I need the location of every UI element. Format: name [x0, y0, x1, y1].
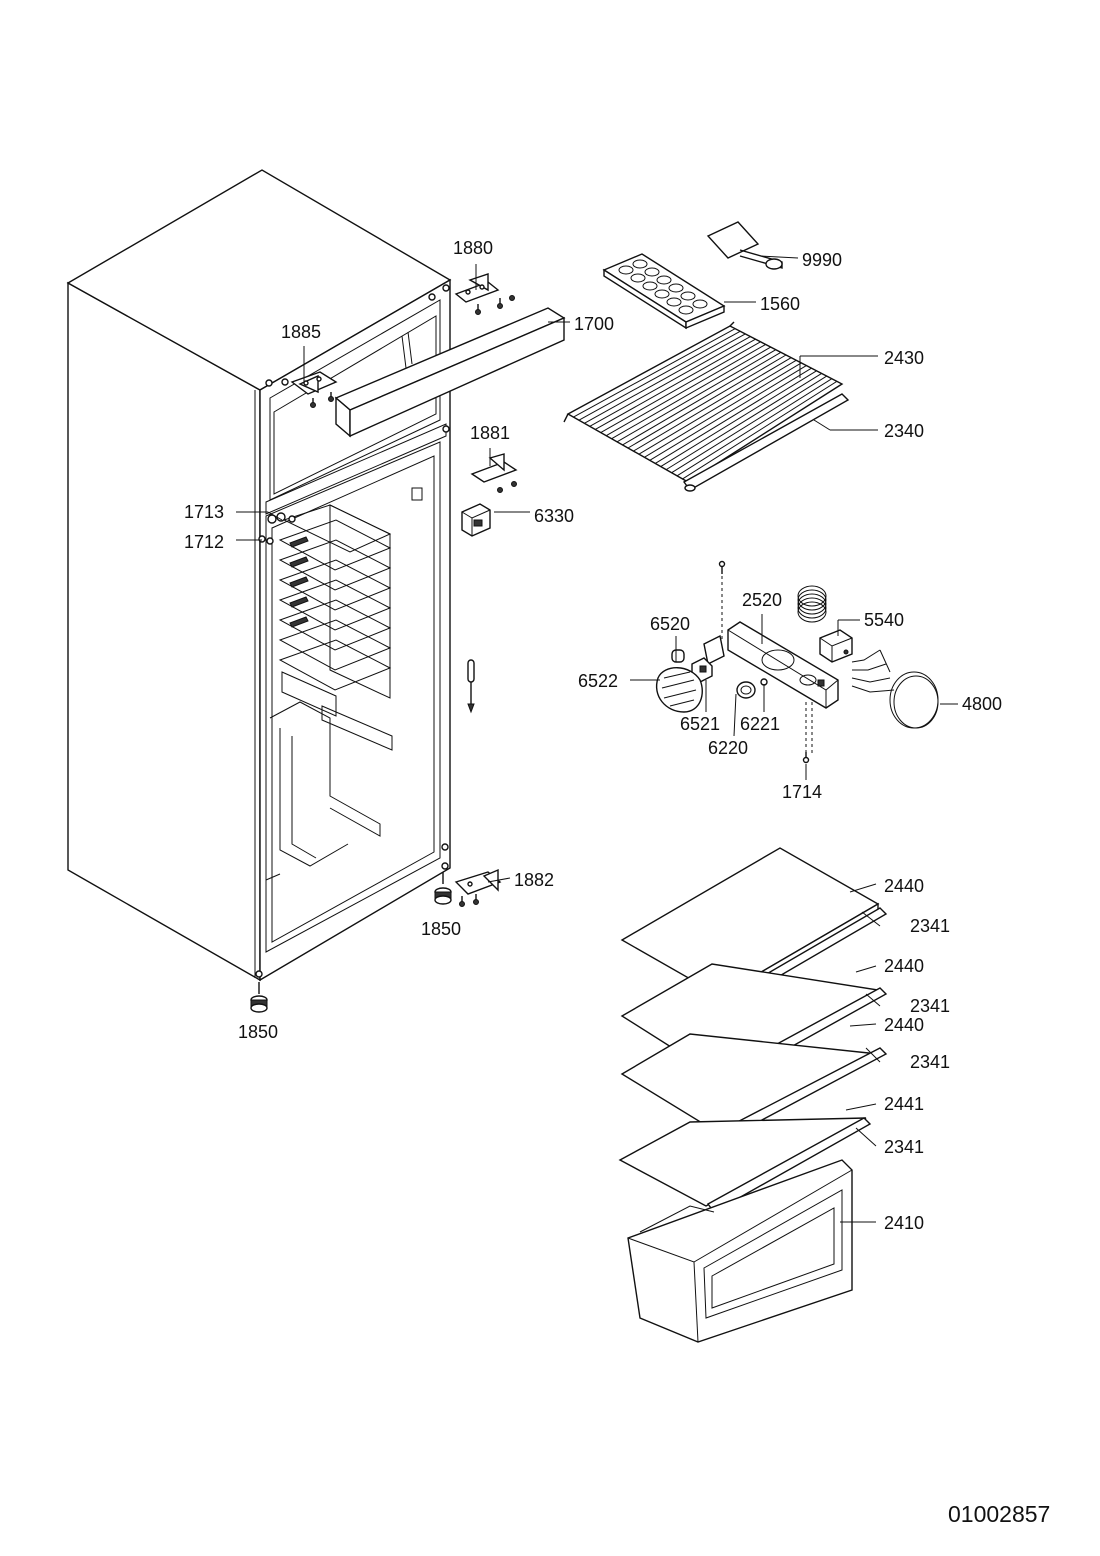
- shelf-wire: [589, 336, 751, 427]
- callout-2440-second: 2440: [884, 956, 924, 976]
- document-number: 01002857: [948, 1501, 1050, 1527]
- callout-1560: 1560: [760, 294, 800, 314]
- shelf-wire: [573, 328, 736, 418]
- callout-2341-top: 2341: [910, 916, 950, 936]
- shelf-wire: [649, 365, 807, 461]
- callout-1885: 1885: [281, 322, 321, 342]
- callout-6522: 6522: [578, 671, 618, 691]
- callout-4800: 4800: [962, 694, 1002, 714]
- callout-labels: 9990 1880 1560 1700 1885 2430 2340 1881 …: [184, 238, 1002, 1233]
- shelf-wire: [600, 341, 761, 433]
- callout-2520: 2520: [742, 590, 782, 610]
- glass-shelf-2441-part: [618, 1117, 872, 1213]
- shelf-wire: [671, 375, 827, 474]
- callout-2441: 2441: [884, 1094, 924, 1114]
- callout-1712: 1712: [184, 532, 224, 552]
- callout-2340: 2340: [884, 421, 924, 441]
- hinge-1885-part: [290, 371, 338, 408]
- callout-6521: 6521: [680, 714, 720, 734]
- shelf-wire: [605, 344, 766, 437]
- crisper-drawer-2410-part: [627, 1159, 853, 1343]
- callout-1882: 1882: [514, 870, 554, 890]
- leveling-foot-1850-part: [434, 872, 452, 905]
- shelf-wire: [644, 362, 802, 458]
- shelf-wire: [665, 373, 822, 471]
- callout-1714: 1714: [782, 782, 822, 802]
- relay-6330-part: [461, 503, 491, 537]
- hinge-1882-part: [454, 868, 502, 907]
- control-assembly: [655, 560, 939, 764]
- shelf-wire: [655, 367, 812, 464]
- fridge-cabinet: [66, 169, 475, 982]
- callout-6220: 6220: [708, 738, 748, 758]
- callout-2440-third: 2440: [884, 1015, 924, 1035]
- callout-5540: 5540: [864, 610, 904, 630]
- shelf-wire: [616, 349, 777, 443]
- callout-2410: 2410: [884, 1213, 924, 1233]
- shelf-wire: [633, 357, 792, 452]
- leader-lines: [236, 255, 958, 1223]
- callout-6520: 6520: [650, 614, 690, 634]
- callout-1850-left: 1850: [238, 1022, 278, 1042]
- top-trim-part: [334, 307, 566, 438]
- shelf-wire: [638, 359, 797, 455]
- shelf-wire: [660, 370, 817, 467]
- wire-shelf-2430-part: [563, 321, 850, 492]
- hinge-1881-part: [470, 453, 518, 493]
- callout-1880: 1880: [453, 238, 493, 258]
- callout-2341-bottom: 2341: [884, 1137, 924, 1157]
- shelf-wire: [682, 380, 838, 480]
- callout-2341-third: 2341: [910, 1052, 950, 1072]
- callout-1850-right: 1850: [421, 919, 461, 939]
- ice-tray-1560-part: [602, 253, 726, 330]
- callout-9990: 9990: [802, 250, 842, 270]
- callout-6330: 6330: [534, 506, 574, 526]
- callout-1700: 1700: [574, 314, 614, 334]
- callout-1881: 1881: [470, 423, 510, 443]
- shelf-wire: [578, 330, 741, 421]
- ice-scraper-9990-part: [706, 221, 783, 270]
- shelf-wire: [584, 333, 746, 424]
- callout-2440-top: 2440: [884, 876, 924, 896]
- shelf-wire: [611, 346, 771, 440]
- hinge-1880-part: [454, 273, 515, 315]
- callout-2430: 2430: [884, 348, 924, 368]
- shelf-wire: [676, 378, 833, 477]
- shelf-wire: [622, 351, 782, 446]
- callout-6221: 6221: [740, 714, 780, 734]
- callout-1713: 1713: [184, 502, 224, 522]
- callout-2341-second: 2341: [910, 996, 950, 1016]
- leveling-foot-1850b-part: [250, 982, 268, 1013]
- shelf-wire: [627, 354, 787, 449]
- shelf-wire: [595, 338, 756, 430]
